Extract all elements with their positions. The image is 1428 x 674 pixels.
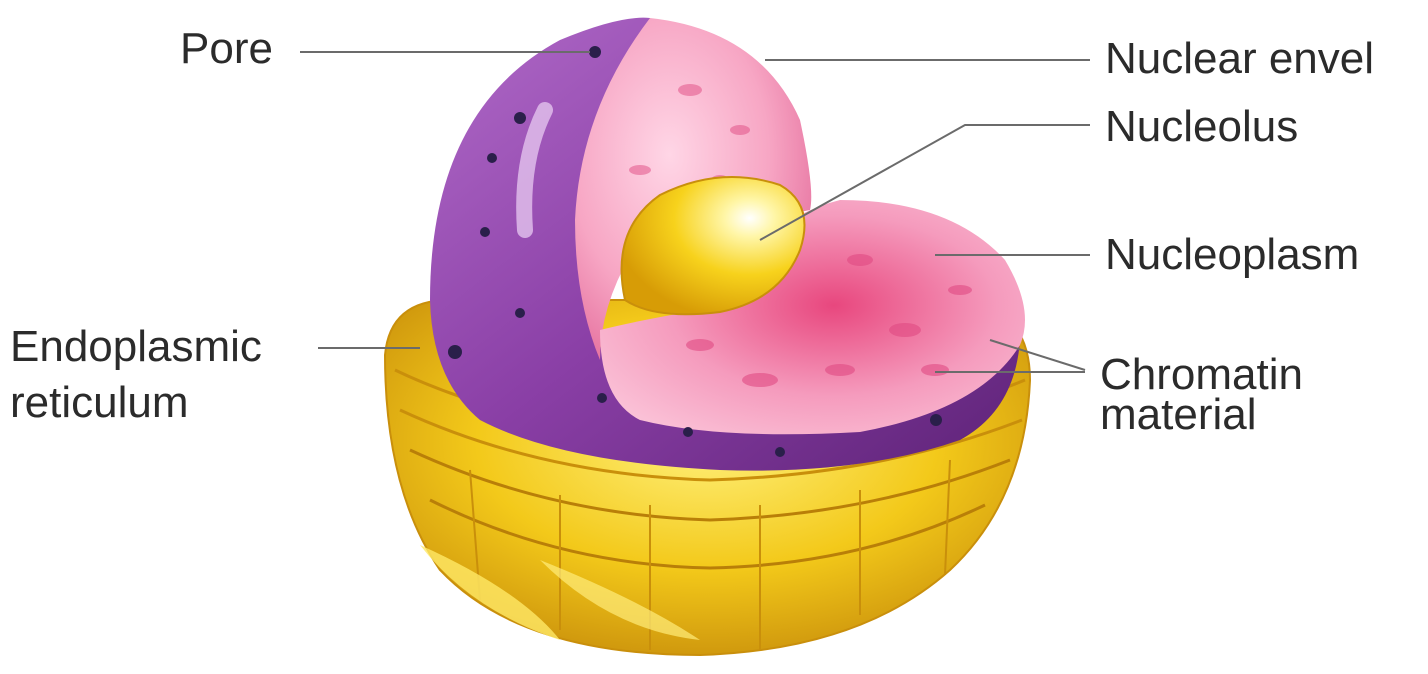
label-nucleoplasm: Nucleoplasm — [1105, 232, 1359, 278]
label-reticulum: reticulum — [10, 380, 189, 426]
label-nucleolus: Nucleolus — [1105, 104, 1298, 150]
label-material: material — [1100, 392, 1257, 438]
label-pore: Pore — [180, 26, 273, 72]
label-nuclear-envelope: Nuclear envel — [1105, 36, 1374, 82]
label-endoplasmic: Endoplasmic — [10, 324, 262, 370]
